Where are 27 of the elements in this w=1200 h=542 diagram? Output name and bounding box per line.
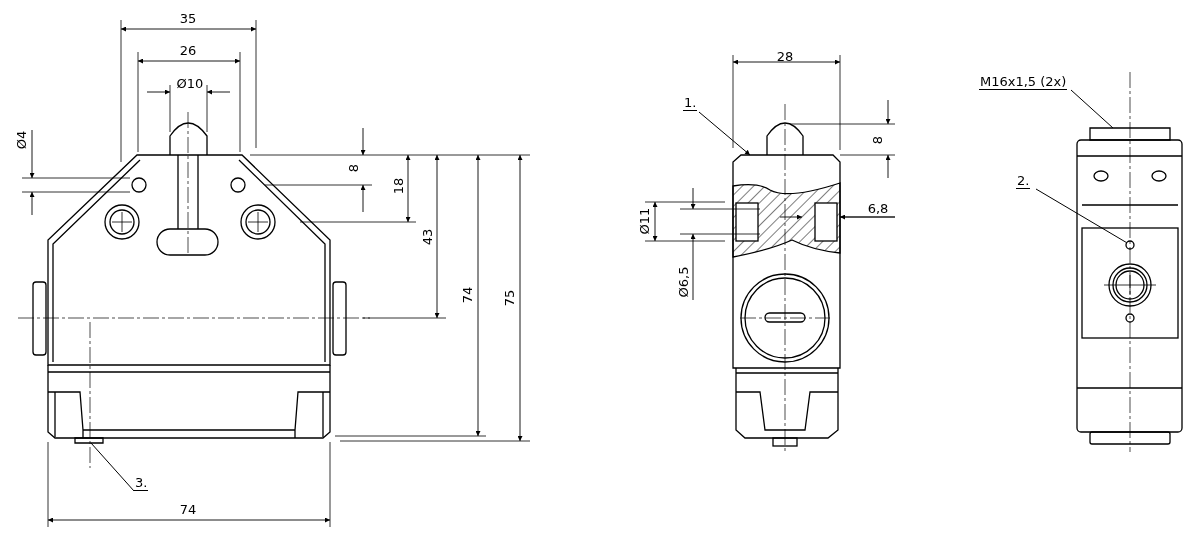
dimension-label: 18 xyxy=(390,177,406,195)
callout-number: 1. xyxy=(683,95,698,111)
leader-line xyxy=(90,442,135,492)
dimension-label: 26 xyxy=(179,42,197,58)
leader-line xyxy=(698,111,751,156)
dimension-label: 75 xyxy=(501,289,517,307)
dimension-label: Ø11 xyxy=(636,207,652,235)
callout-number: 2. xyxy=(1016,173,1031,189)
dimension-label: 8 xyxy=(345,163,361,173)
dimension-label: Ø10 xyxy=(176,75,204,91)
dimension-label: 74 xyxy=(179,501,197,517)
leader-line xyxy=(1035,188,1128,244)
dimension-label: 6,8 xyxy=(867,200,889,216)
dimension-label: 8 xyxy=(869,135,885,145)
actuator-tab xyxy=(74,437,104,444)
dimension-label: 28 xyxy=(776,48,794,64)
dimension-label: Ø4 xyxy=(13,130,29,150)
switch-body-outline xyxy=(732,154,841,369)
thread-label: M16x1,5 (2x) xyxy=(979,74,1068,90)
dimension-label: 74 xyxy=(459,286,475,304)
mounting-hole xyxy=(1125,240,1135,250)
leader-line xyxy=(1070,89,1114,129)
callout-number: 3. xyxy=(134,475,149,491)
gland-cap xyxy=(1089,127,1171,141)
dimension-label: 43 xyxy=(419,228,435,246)
dimension-label: 35 xyxy=(179,10,197,26)
dimension-label: Ø6,5 xyxy=(675,266,691,298)
